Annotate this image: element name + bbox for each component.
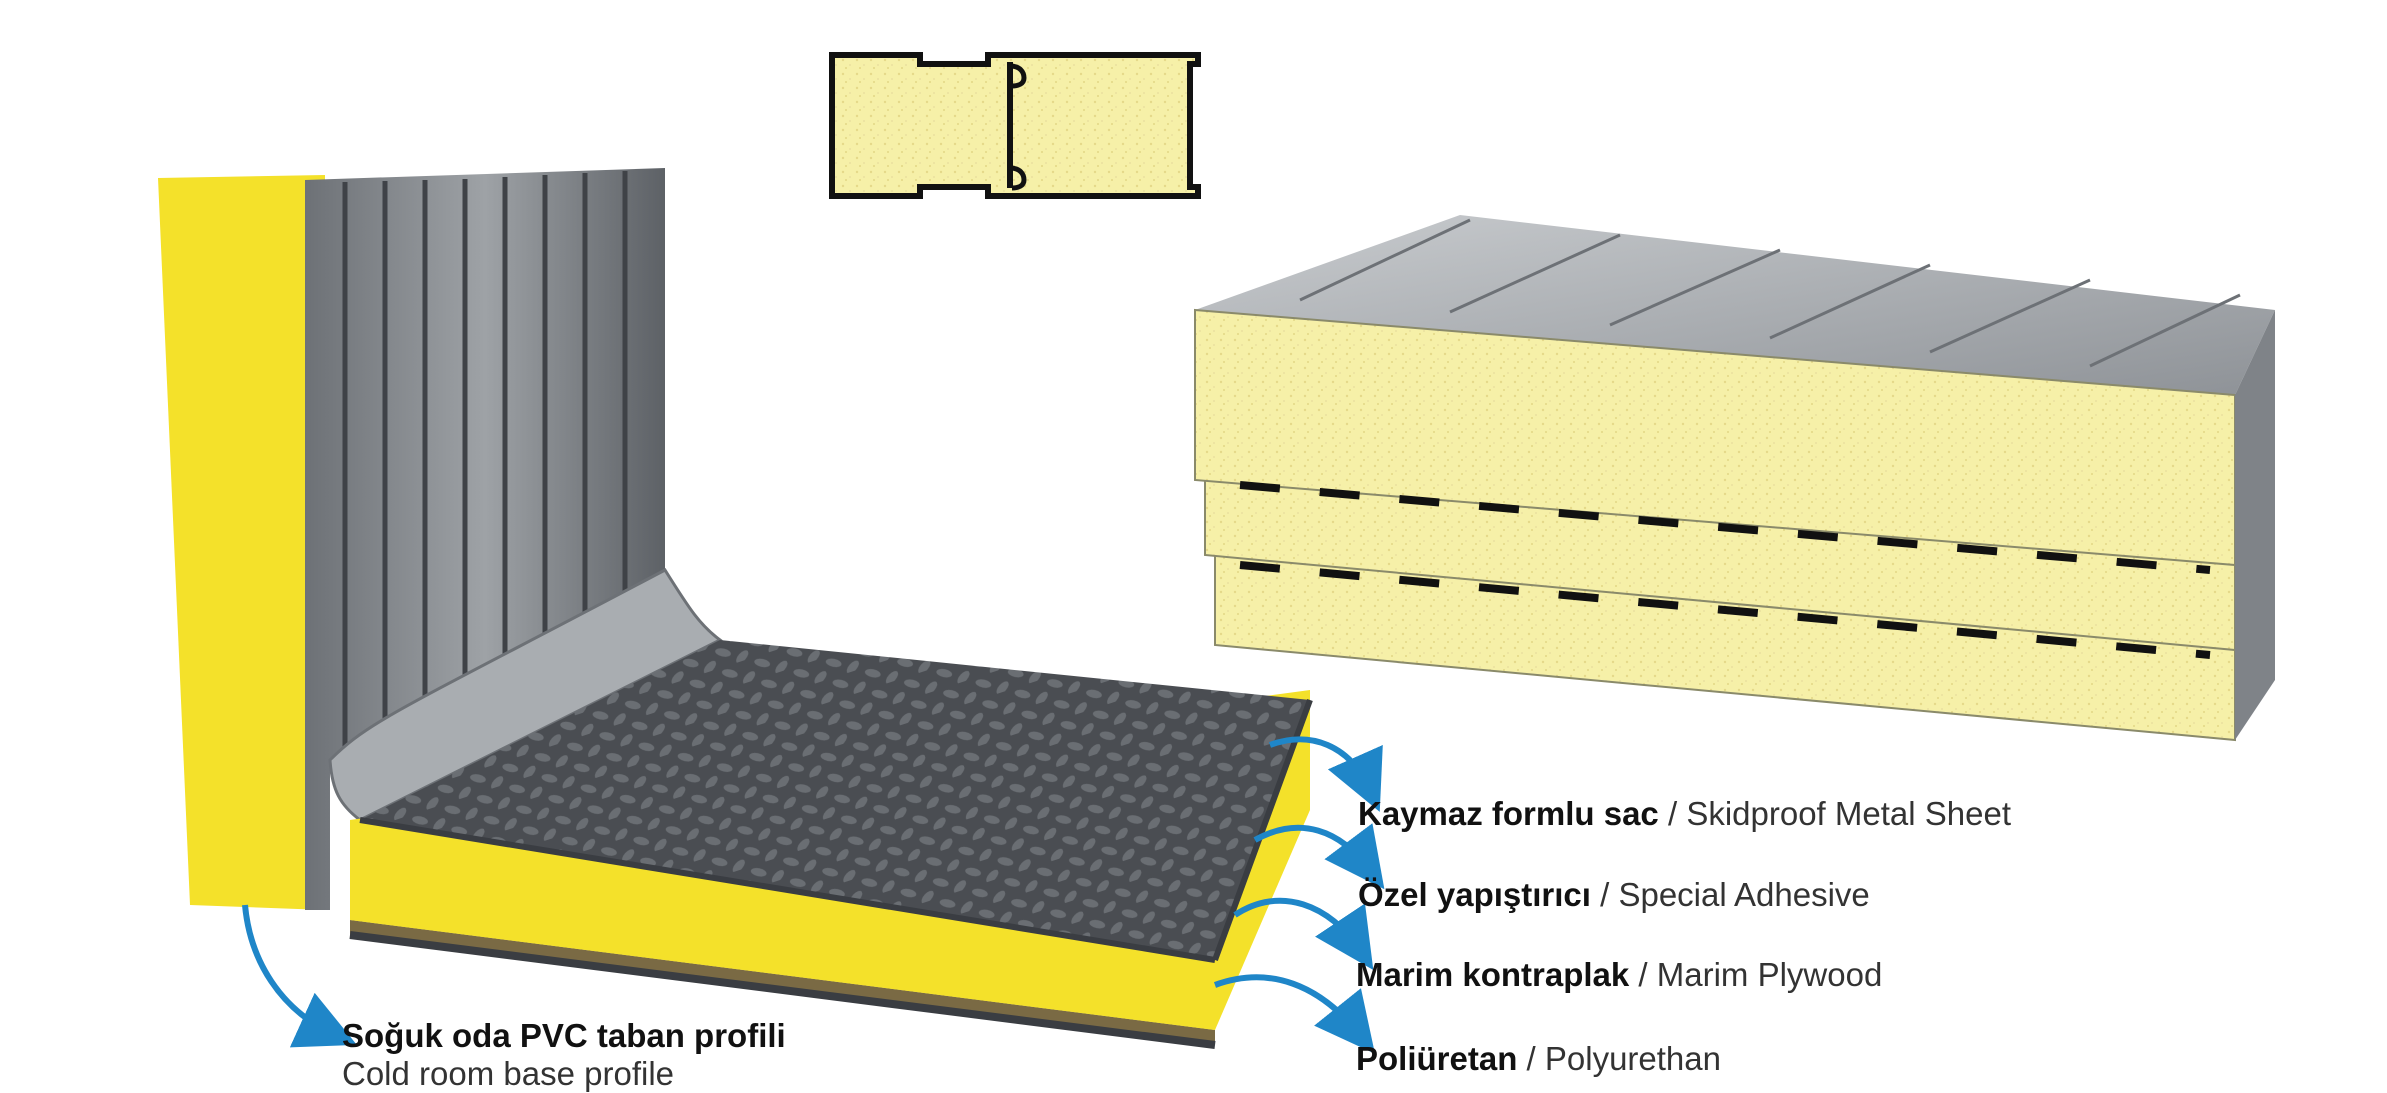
label-plywood: Marim kontraplak / Marim Plywood (1356, 956, 1883, 993)
label-adhesive: Özel yapıştırıcı / Special Adhesive (1358, 876, 1870, 913)
arrow-skidproof (1268, 736, 1383, 812)
panel-joint-section-icon (829, 52, 1201, 199)
label-skidproof: Kaymaz formlu sac / Skidproof Metal Shee… (1358, 795, 2011, 832)
label-base-profile: Soğuk oda PVC taban profili Cold room ba… (342, 1017, 786, 1092)
callout-arrows (242, 736, 1385, 1054)
floor-corner-assembly (158, 168, 1313, 1049)
arrow-polyurethane (1213, 974, 1376, 1054)
arrow-plywood (1233, 897, 1374, 970)
arrow-adhesive (1253, 823, 1385, 890)
stacked-sandwich-panels (1194, 215, 2275, 742)
arrow-base-profile (242, 904, 357, 1048)
label-polyurethane: Poliüretan / Polyurethan (1356, 1040, 1721, 1077)
